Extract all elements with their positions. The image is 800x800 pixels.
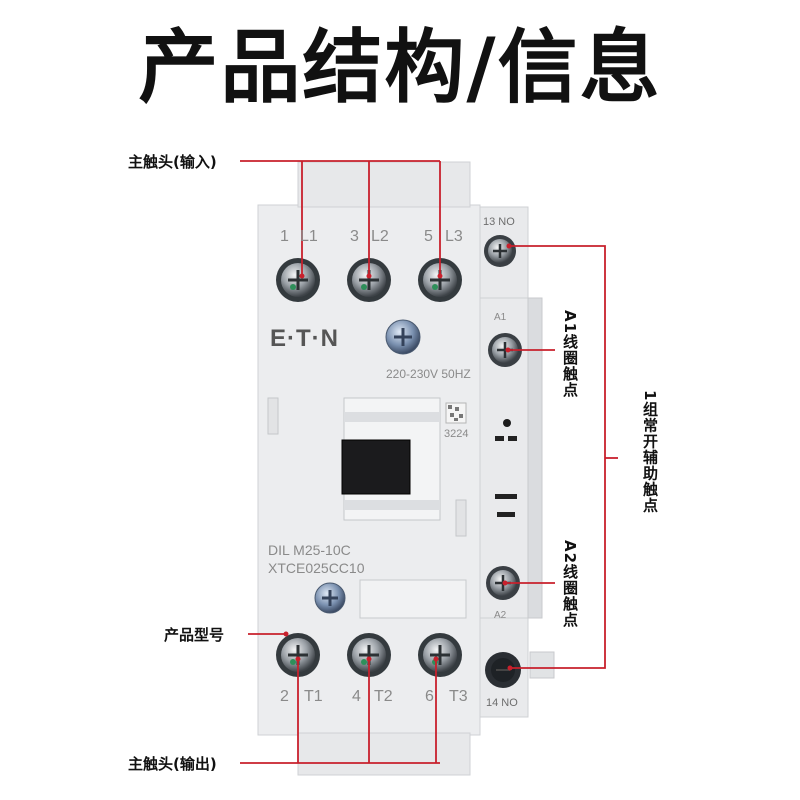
terminal-label-L3: L3 xyxy=(445,228,463,245)
aux-label-14no: 14 NO xyxy=(486,697,518,709)
aux-screw-14 xyxy=(485,652,521,688)
coil-screw-a1 xyxy=(488,333,522,367)
terminal-screw-L1 xyxy=(276,258,320,302)
callout-main-output: 主触头(输出) xyxy=(128,755,217,773)
terminal-number-3: 3 xyxy=(350,228,359,245)
model-line-2: XTCE025CC10 xyxy=(268,560,365,576)
terminal-screw-T3 xyxy=(418,633,462,677)
mounting-screw-lower xyxy=(314,582,346,614)
terminal-label-L1: L1 xyxy=(300,228,318,245)
aux-bottom-tab xyxy=(529,651,555,679)
callout-a1-coil: A1线圈触点 xyxy=(561,310,579,399)
product-code: 3224 xyxy=(444,428,469,440)
aux-contact-block xyxy=(479,206,529,718)
terminal-screw-T1 xyxy=(276,633,320,677)
terminal-label-T2: T2 xyxy=(374,688,393,705)
aux-screw-13 xyxy=(484,235,516,267)
terminal-screw-L2 xyxy=(347,258,391,302)
voltage-rating: 220-230V 50HZ xyxy=(386,367,471,381)
coil-label-a2: A2 xyxy=(494,610,507,621)
terminal-number-5: 5 xyxy=(424,228,433,245)
coil-label-a1: A1 xyxy=(494,312,507,323)
callout-model: 产品型号 xyxy=(164,626,225,644)
terminal-label-L2: L2 xyxy=(371,228,389,245)
terminal-label-T3: T3 xyxy=(449,688,468,705)
label-plate xyxy=(359,579,467,619)
datamatrix-code xyxy=(445,402,467,424)
top-housing-step xyxy=(297,161,471,208)
terminal-number-1: 1 xyxy=(280,228,289,245)
terminal-number-4: 4 xyxy=(352,688,361,705)
callout-aux-no: 1组常开辅助触点 xyxy=(641,390,659,514)
terminal-label-T1: T1 xyxy=(304,688,323,705)
armature-indicator xyxy=(341,439,411,495)
model-line-1: DIL M25-10C xyxy=(268,542,351,558)
brand-logo: E·T·N xyxy=(270,325,339,352)
terminal-screw-L3 xyxy=(418,258,462,302)
terminal-screw-T2 xyxy=(347,633,391,677)
bottom-housing-step xyxy=(297,732,471,776)
callout-main-input: 主触头(输入) xyxy=(128,153,217,171)
aux-label-13no: 13 NO xyxy=(483,216,515,228)
callout-a2-coil: A2线圈触点 xyxy=(561,540,579,629)
mounting-screw-upper xyxy=(385,319,421,355)
callout-lines xyxy=(240,160,618,764)
terminal-number-6: 6 xyxy=(425,688,434,705)
aux-side-strip xyxy=(527,297,543,619)
page-title: 产品结构/信息 xyxy=(138,21,662,114)
terminal-number-2: 2 xyxy=(280,688,289,705)
callout-dots xyxy=(283,243,513,671)
